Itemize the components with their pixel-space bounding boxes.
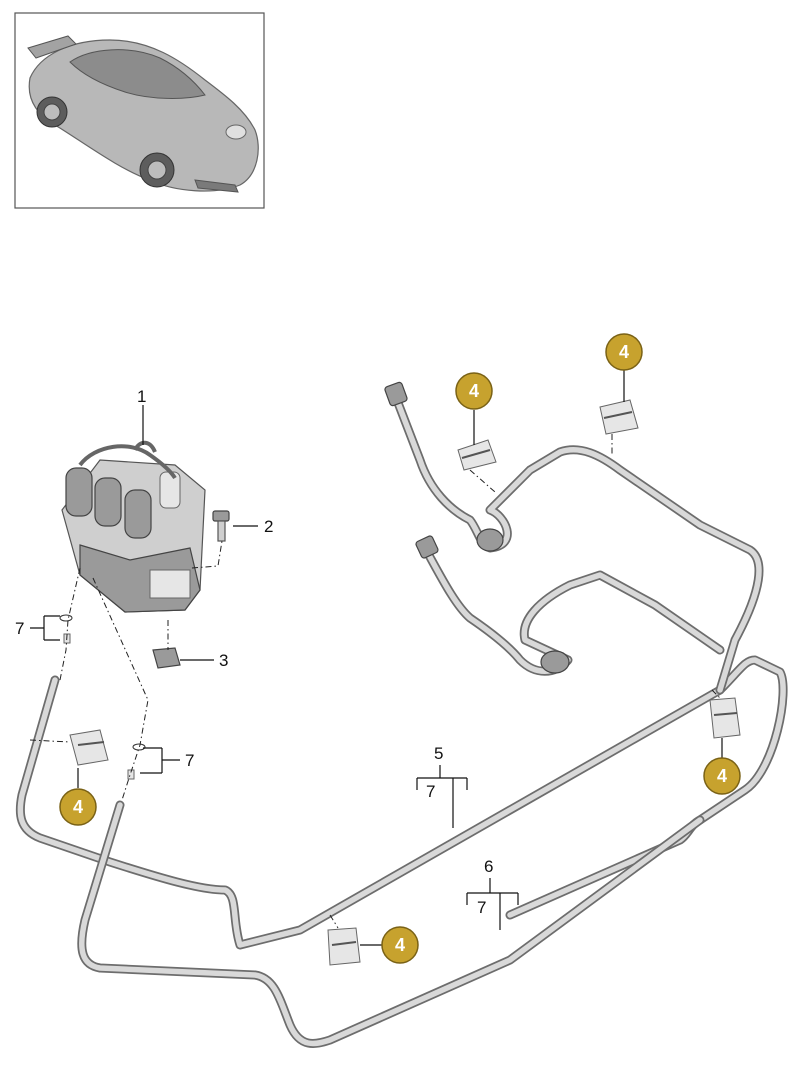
badge-part-4-top-right[interactable]: 4	[605, 333, 643, 371]
label-part-7-under-6: 7	[477, 898, 486, 917]
brake-line-5[interactable]	[15, 655, 788, 950]
label-part-3: 3	[219, 651, 228, 670]
brake-line-6[interactable]	[77, 800, 705, 1048]
clip-bracket-right[interactable]	[709, 697, 741, 739]
rubber-mount[interactable]	[152, 647, 181, 669]
badge-part-4-left[interactable]: 4	[59, 788, 97, 826]
car-thumbnail-icon	[27, 35, 259, 193]
label-part-2: 2	[264, 517, 273, 536]
clip-bracket-top-left[interactable]	[457, 439, 497, 471]
label-part-6: 6	[484, 857, 493, 876]
clip-bracket-top-right[interactable]	[599, 399, 639, 435]
valve-block[interactable]	[61, 440, 206, 613]
assembly-lines	[29, 434, 721, 929]
badge-part-4-top-left-label: 4	[469, 381, 479, 401]
badge-part-4-top-right-label: 4	[619, 342, 629, 362]
badge-part-4-middle[interactable]: 4	[381, 926, 419, 964]
label-part-1: 1	[137, 387, 146, 406]
label-part-7-lower: 7	[185, 751, 194, 770]
label-part-5: 5	[434, 744, 443, 763]
clip-bracket-mid[interactable]	[327, 927, 361, 966]
vehicle-thumbnail[interactable]	[14, 12, 265, 209]
bolt[interactable]	[212, 510, 230, 542]
badge-part-4-middle-label: 4	[395, 935, 405, 955]
clip-bracket-left[interactable]	[69, 729, 109, 766]
badge-part-4-right[interactable]: 4	[703, 757, 741, 795]
badge-part-4-left-label: 4	[73, 797, 83, 817]
badge-part-4-top-left[interactable]: 4	[455, 372, 493, 410]
upper-pipe-assembly[interactable]	[384, 381, 764, 695]
label-part-7-under-5: 7	[426, 782, 435, 801]
badge-part-4-right-label: 4	[717, 766, 727, 786]
label-part-7-top: 7	[15, 619, 24, 638]
leader-lines	[30, 370, 723, 946]
